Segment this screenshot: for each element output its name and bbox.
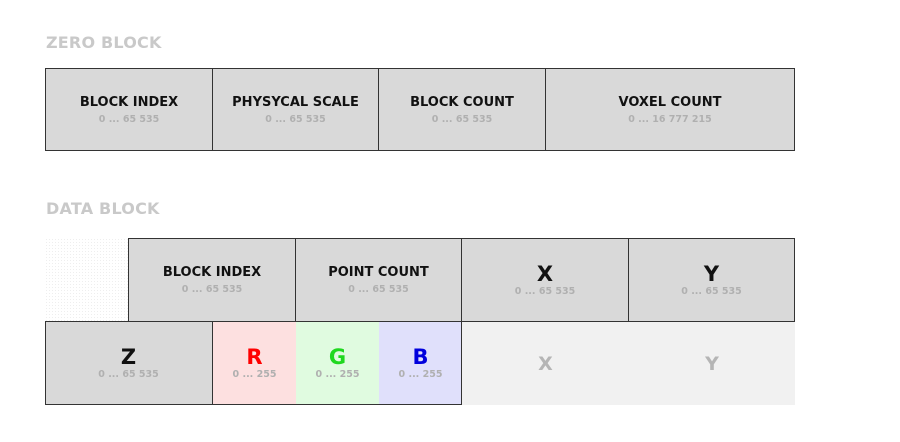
cell-range: 0 ... 16 777 215 (628, 113, 712, 125)
cell-range: 0 ... 255 (315, 369, 360, 380)
cell-label: VOXEL COUNT (618, 94, 722, 110)
data-y-cell: Y 0 ... 65 535 (628, 238, 795, 322)
cell-range: 0 ... 65 535 (431, 113, 493, 125)
cell-label: R (246, 345, 263, 369)
zero-voxel-count-cell: VOXEL COUNT 0 ... 16 777 215 (545, 68, 795, 151)
empty-offset-area (45, 238, 129, 321)
zero-block-count-cell: BLOCK COUNT 0 ... 65 535 (378, 68, 546, 151)
cell-range: 0 ... 65 535 (265, 113, 326, 125)
cell-label: BLOCK INDEX (162, 265, 262, 280)
cell-range: 0 ... 65 535 (681, 286, 742, 297)
cell-label: Y (703, 262, 720, 286)
data-z-cell: Z 0 ... 65 535 (45, 321, 213, 405)
cell-range: 0 ... 255 (398, 369, 443, 380)
data-b-cell: B 0 ... 255 (379, 321, 462, 405)
next-x-ghost-cell: X (462, 322, 629, 405)
cell-range: 0 ... 65 535 (98, 369, 159, 380)
data-point-count-cell: POINT COUNT 0 ... 65 535 (295, 238, 462, 322)
cell-label: B (412, 345, 429, 369)
zero-block-title: ZERO BLOCK (46, 33, 162, 52)
cell-range: 0 ... 255 (232, 369, 277, 380)
cell-label: X (538, 352, 553, 375)
next-y-ghost-cell: Y (629, 322, 795, 405)
cell-label: BLOCK COUNT (410, 94, 514, 110)
data-r-cell: R 0 ... 255 (213, 321, 296, 405)
cell-range: 0 ... 65 535 (98, 113, 160, 125)
cell-label: POINT COUNT (328, 265, 429, 280)
cell-range: 0 ... 65 535 (514, 286, 576, 297)
zero-block-index-cell: BLOCK INDEX 0 ... 65 535 (45, 68, 213, 151)
cell-label: Z (120, 345, 137, 369)
zero-physical-scale-cell: PHYSYCAL SCALE 0 ... 65 535 (212, 68, 379, 151)
cell-label: Y (705, 352, 719, 375)
data-g-cell: G 0 ... 255 (296, 321, 379, 405)
cell-label: G (328, 345, 347, 369)
data-block-index-cell: BLOCK INDEX 0 ... 65 535 (128, 238, 296, 322)
data-x-cell: X 0 ... 65 535 (461, 238, 629, 322)
cell-label: BLOCK INDEX (79, 94, 179, 110)
data-block-title: DATA BLOCK (46, 199, 160, 218)
cell-range: 0 ... 65 535 (181, 284, 243, 295)
cell-label: X (536, 262, 554, 286)
cell-range: 0 ... 65 535 (348, 284, 409, 295)
cell-label: PHYSYCAL SCALE (232, 94, 359, 110)
